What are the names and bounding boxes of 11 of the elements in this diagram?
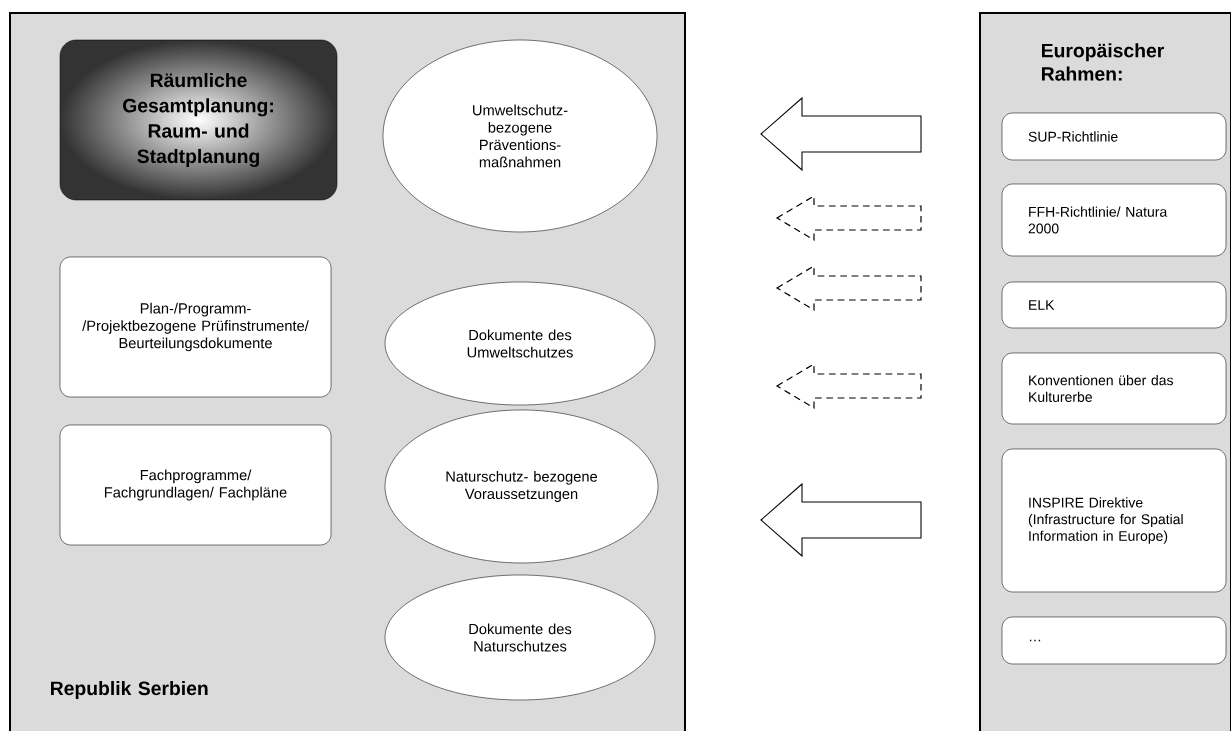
rounded-box: FFH-Richtlinie/ Natura 2000 xyxy=(1001,183,1227,257)
rounded-box: … xyxy=(1001,616,1227,665)
rounded-box: ELK xyxy=(1001,281,1227,329)
rounded-box: Plan-/Programm- /Projektbezogene Prüfinstrumente/ Beurteilungsdokumente xyxy=(59,256,332,398)
rounded-box: Fachprogramme/ Fachgrundlagen/ Fachpläne xyxy=(59,424,332,546)
rounded-box: SUP-Richtlinie xyxy=(1001,112,1227,161)
panel-heading: Europäischer Rahmen: xyxy=(1042,43,1164,81)
highlight-box: Räumliche Gesamtplanung: Raum- und Stadtplanung xyxy=(59,39,338,201)
panel-heading: Republik Serbien xyxy=(51,680,208,699)
rounded-box: Konventionen über das Kulturerbe xyxy=(1001,352,1227,425)
rounded-box: INSPIRE Direktive (Infrastructure for Spatial Information in Europe) xyxy=(1001,448,1227,593)
